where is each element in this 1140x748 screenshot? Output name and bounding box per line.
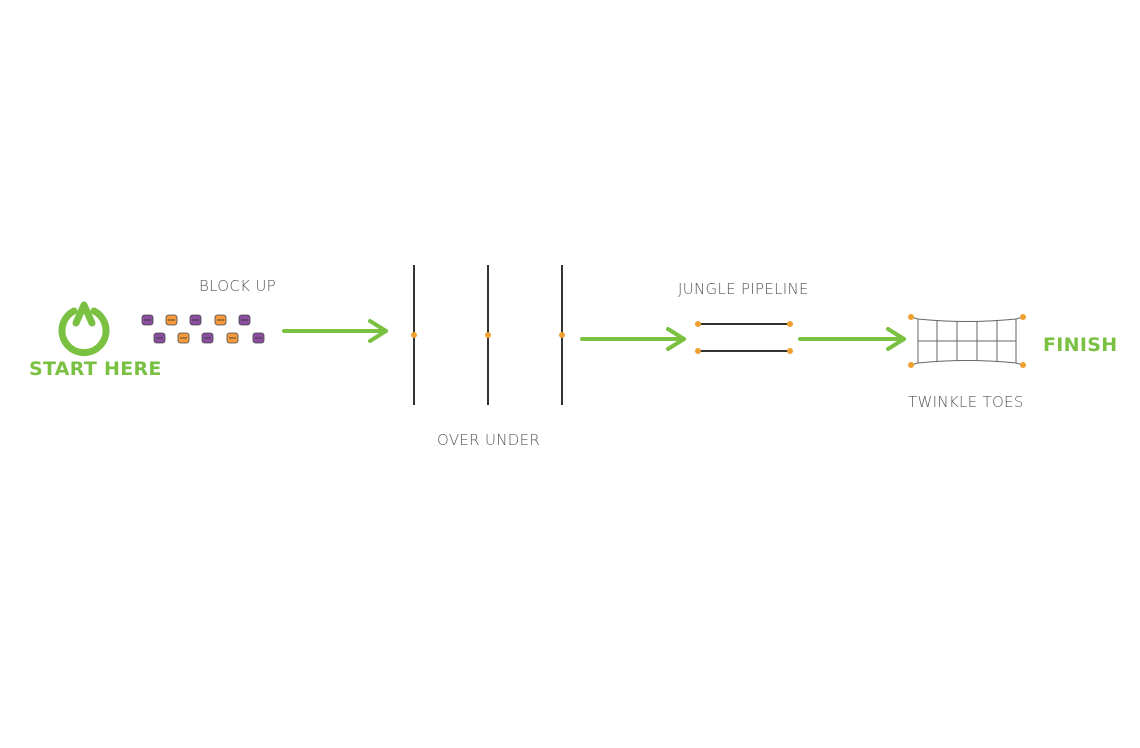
block-up-label: BLOCK UP [199,277,276,295]
block-orange [165,314,178,326]
post-3 [559,265,565,405]
post-1 [411,265,417,405]
over-under-station [411,265,565,405]
twinkle-toes-label: TWINKLE TOES [908,393,1024,411]
block-purple [201,332,214,344]
block-orange [177,332,190,344]
block-purple [141,314,154,326]
power-icon [58,301,110,357]
block-up-station [141,314,265,344]
block-purple [153,332,166,344]
block-purple [252,332,265,344]
twinkle-toes-station [908,314,1026,368]
post-2 [485,265,491,405]
jungle-pipeline-label: JUNGLE PIPELINE [678,280,809,298]
arrow-right-icon [580,327,686,351]
block-purple [238,314,251,326]
block-orange [226,332,239,344]
finish-label: FINISH [1043,334,1118,356]
block-purple [189,314,202,326]
jungle-pipeline-station [695,321,793,354]
arrow-right-icon [282,319,388,343]
block-orange [214,314,227,326]
over-under-label: OVER UNDER [437,431,541,449]
start-here-label: START HERE [29,358,162,380]
arrow-right-icon [798,327,906,351]
